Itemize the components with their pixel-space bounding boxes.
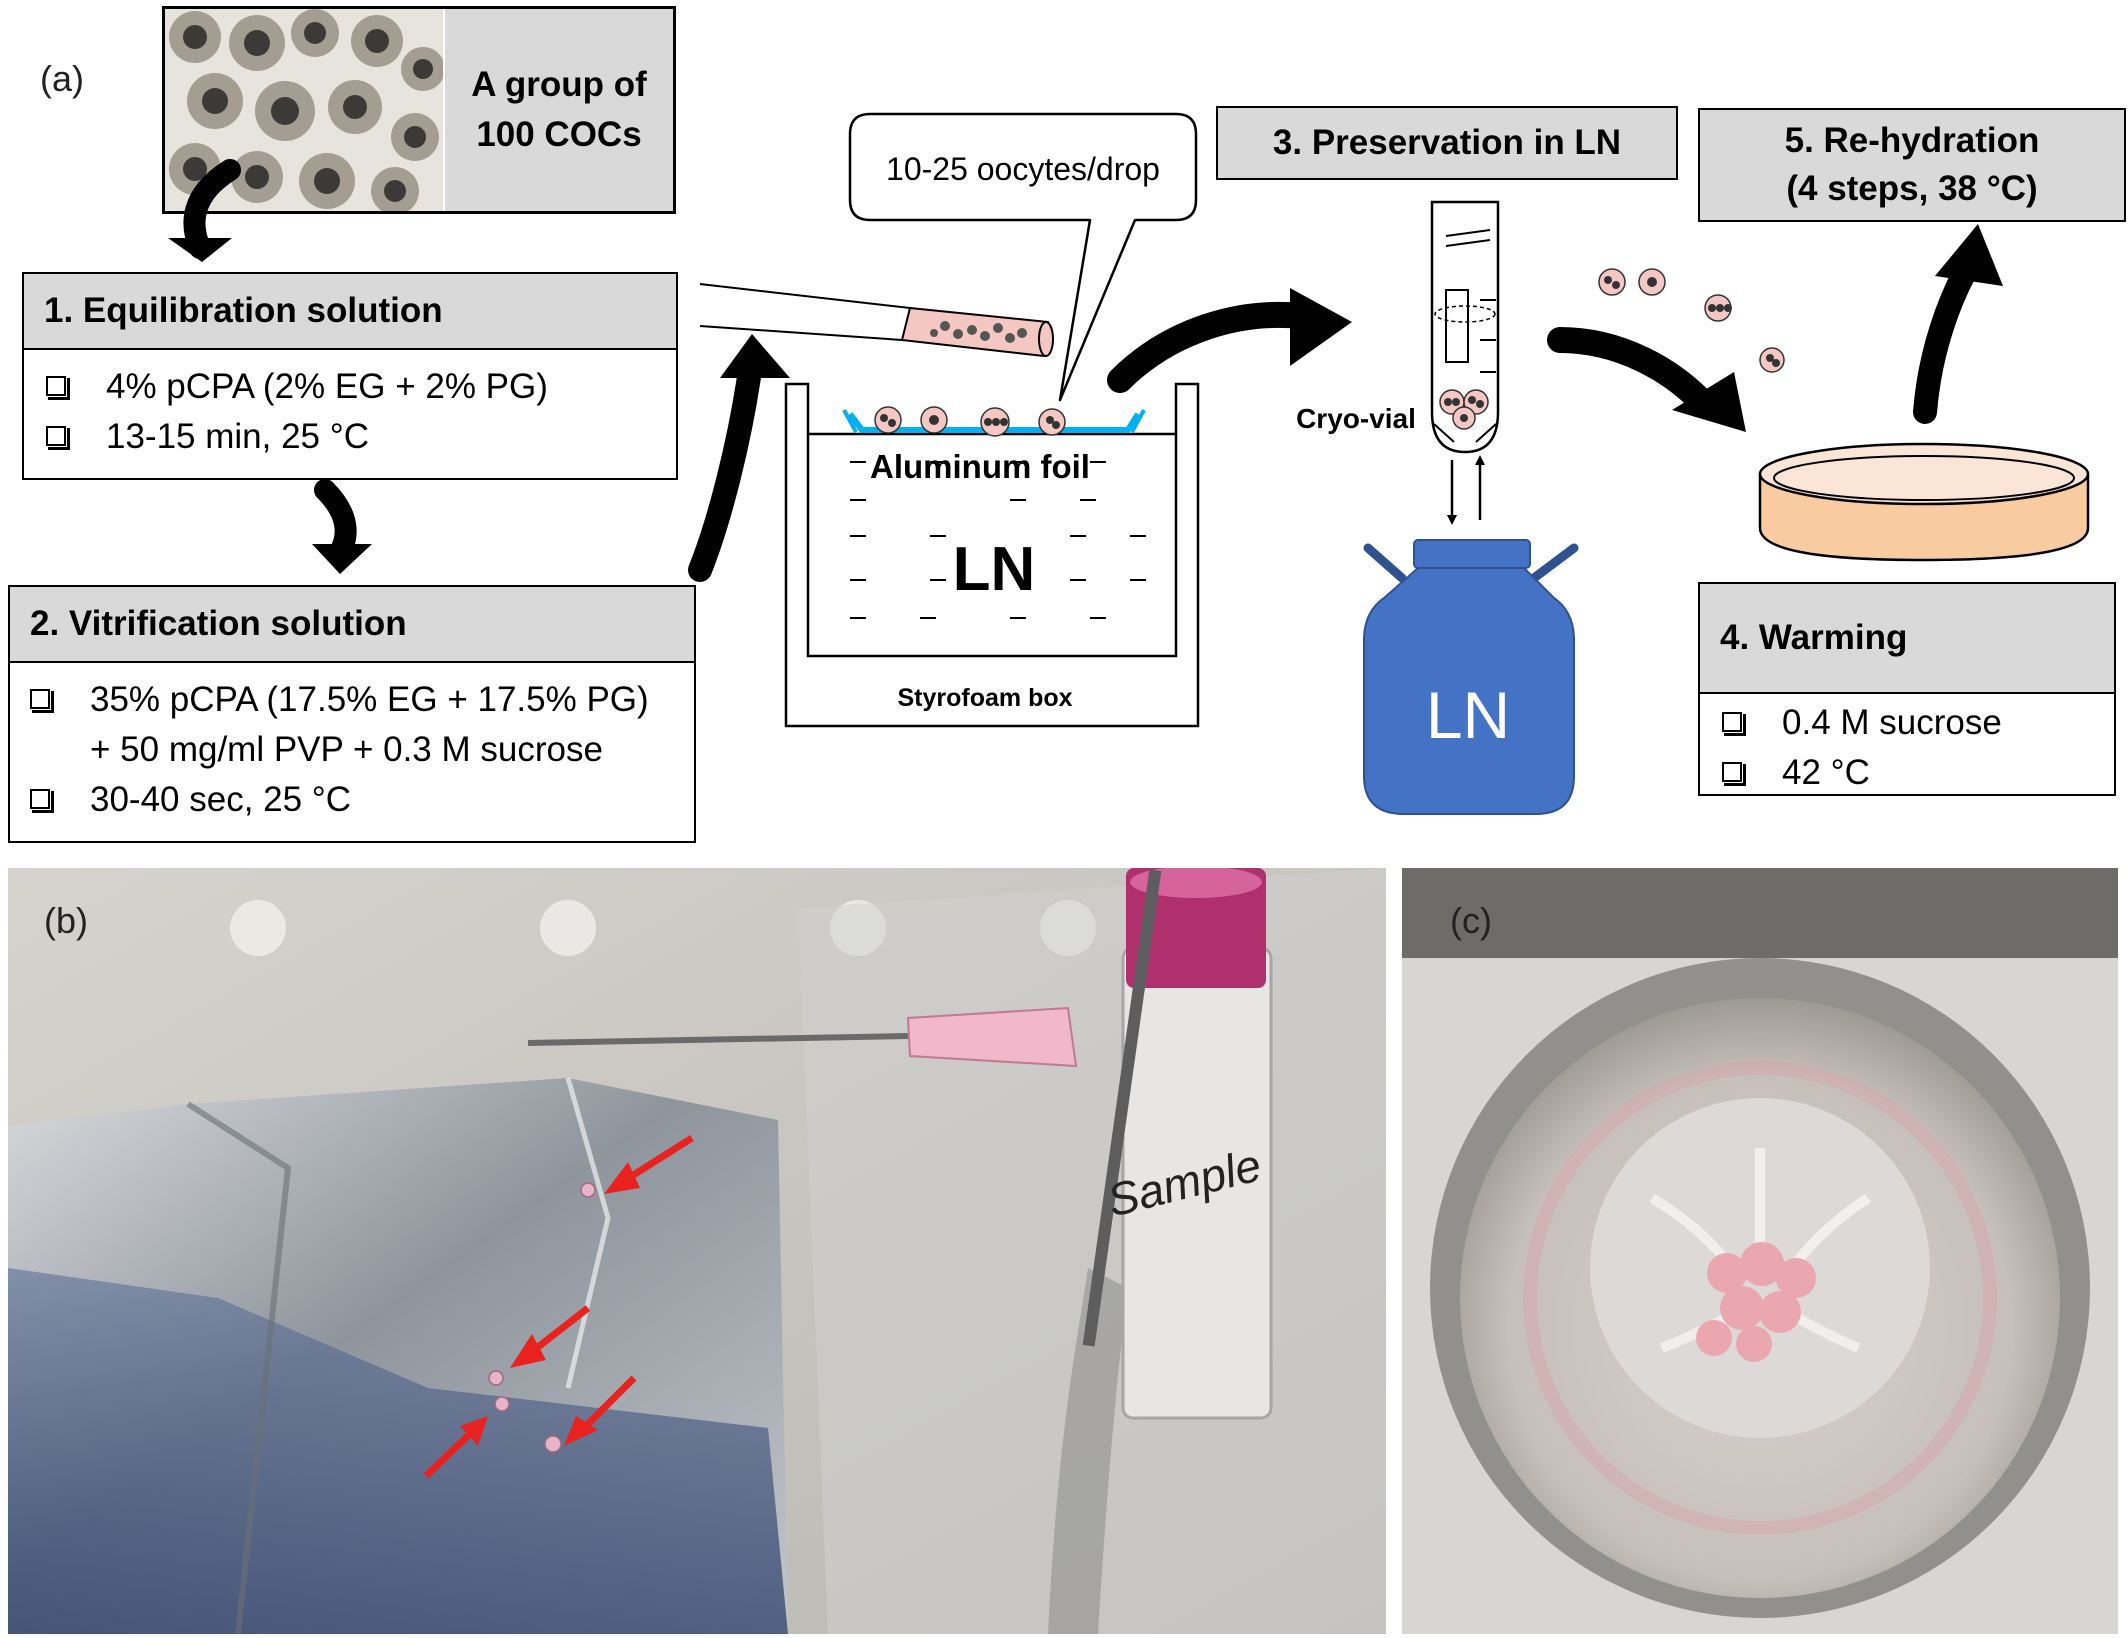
step3-box: 3. Preservation in LN [1216,106,1678,180]
coc-group-line2: 100 COCs [476,115,642,154]
ln-tank-label: LN [1426,678,1510,752]
panel-label-b: (b) [44,900,88,941]
coc-group-label: A group of 100 COCs [445,9,673,211]
aluminum-foil-label: Aluminum foil [870,448,1090,485]
arrow-head [720,334,790,378]
cryo-vial-label: Cryo-vial [1296,403,1416,434]
checkbox-icon [30,789,54,813]
checkbox-icon [1722,712,1746,736]
arrow-step2-to-pipette-icon [688,358,762,582]
petri-dish-icon [1758,442,2090,562]
checkbox-icon [46,376,70,400]
arrow-dish-to-step5-icon [1913,260,1977,424]
panel-label-c: (c) [1450,900,1492,941]
step2-box: 2. Vitrification solution 35% pCPA (17.5… [8,585,696,843]
step4-box: 4. Warming 0.4 M sucrose 42 °C [1698,582,2116,796]
callout-bubble [848,112,1198,402]
step1-box: 1. Equilibration solution 4% pCPA (2% EG… [22,272,678,480]
step2-item: 30-40 sec, 25 °C [30,775,694,825]
step2-item-continued: + 50 mg/ml PVP + 0.3 M sucrose [90,730,603,769]
panel-label-a: (a) [40,58,84,99]
step5-box: 5. Re-hydration (4 steps, 38 °C) [1698,108,2126,222]
step5-line2: (4 steps, 38 °C) [1786,169,2038,208]
step1-title: 1. Equilibration solution [24,274,676,350]
step2-item: 35% pCPA (17.5% EG + 17.5% PG) [30,675,694,725]
coc-group-line1: A group of [471,65,647,104]
arrow-head [1290,288,1352,366]
photo-b-illustration: Sample [8,868,1386,1634]
coc-micrograph [165,9,443,211]
styrofoam-box-icon [784,382,1200,728]
coc-group-box: A group of 100 COCs [162,6,676,214]
step1-item: 4% pCPA (2% EG + 2% PG) [46,362,676,412]
cryo-vial-icon [1430,200,1500,525]
arrow-head [1935,224,2003,286]
step4-item: 42 °C [1722,748,2114,798]
step2-list: 35% pCPA (17.5% EG + 17.5% PG) + 50 mg/m… [10,663,694,825]
photo-c: (c) [1402,868,2118,1634]
checkbox-icon [30,689,54,713]
step2-title: 2. Vitrification solution [10,587,694,663]
floating-oocytes [1598,268,1785,373]
step1-item: 13-15 min, 25 °C [46,412,676,462]
arrow-vial-to-dish-icon [1547,327,1713,413]
arrow-head [312,544,372,574]
photo-c-illustration [1402,868,2118,1634]
step1-list: 4% pCPA (2% EG + 2% PG) 13-15 min, 25 °C [24,350,676,462]
arrow-step1-to-step2-icon [314,479,357,559]
arrow-head [1672,372,1746,432]
step4-title: 4. Warming [1700,584,2114,694]
checkbox-icon [1722,762,1746,786]
arrow-coc-to-step1-icon [183,159,241,259]
arrow-box-to-vial-icon [1107,301,1313,393]
diagram-graphics: 10-25 oocytes/drop Aluminum foil LN Styr… [168,112,2090,815]
pipette-icon [699,283,1054,358]
checkbox-icon [46,426,70,450]
arrow-head [168,238,232,262]
callout-text: 10-25 oocytes/drop [886,151,1160,187]
step5-line1: 5. Re-hydration [1784,121,2040,160]
photo-b: Sample (b) [8,868,1386,1634]
step4-list: 0.4 M sucrose 42 °C [1700,694,2114,798]
ln-tank-icon [1363,539,1579,815]
styrofoam-box-label: Styrofoam box [897,684,1072,712]
step4-item: 0.4 M sucrose [1722,698,2114,748]
ln-bath-label: LN [953,535,1036,604]
